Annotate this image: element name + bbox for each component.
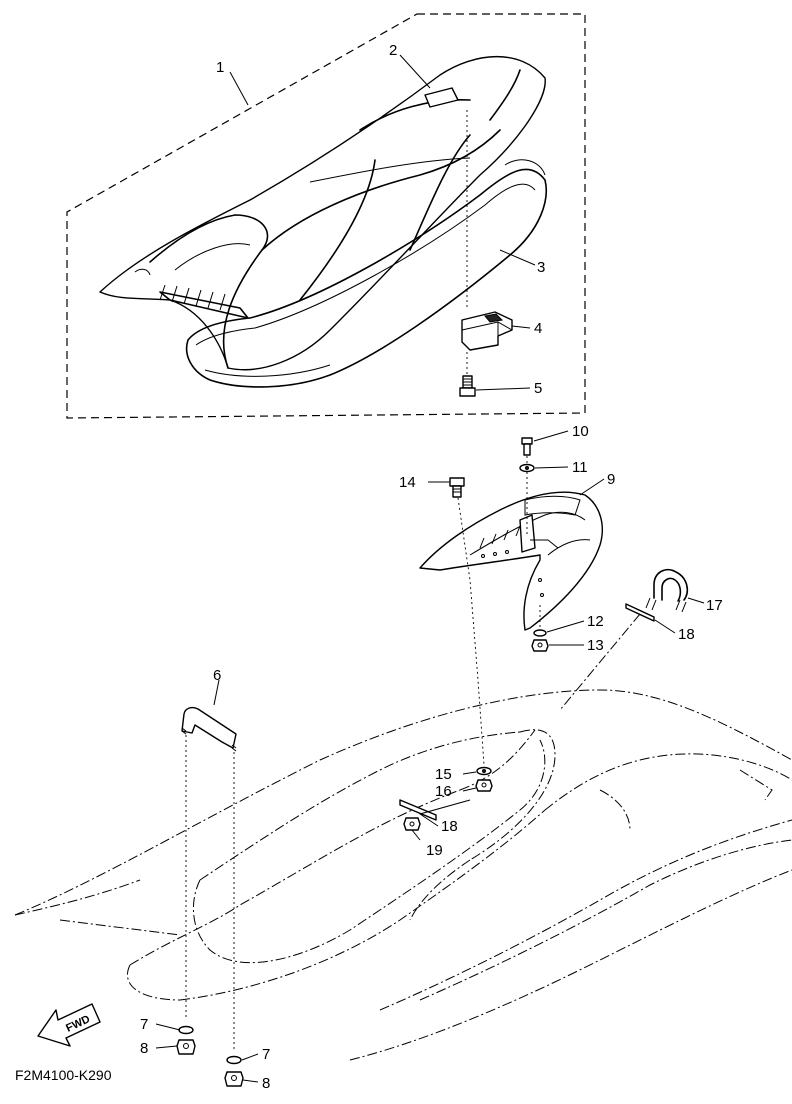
callout-8-left: 8 <box>140 1040 148 1057</box>
seat-assembly-boundary <box>66 13 586 419</box>
grab-handle <box>181 706 237 752</box>
deck-nut <box>475 779 493 792</box>
handle-right-nut <box>224 1071 244 1087</box>
callout-12: 12 <box>587 613 604 630</box>
seat-label-badge <box>424 87 459 108</box>
callout-16: 16 <box>435 783 452 800</box>
callout-11: 11 <box>572 459 588 476</box>
bracket-lower-nut <box>531 639 549 652</box>
callout-9: 9 <box>607 471 615 488</box>
callout-14: 14 <box>399 474 416 491</box>
forward-direction-arrow: FWD <box>37 1003 101 1047</box>
callout-13: 13 <box>587 637 604 654</box>
seat-bracket-screw <box>459 375 476 397</box>
deck-nut-lower <box>403 817 421 831</box>
callout-6: 6 <box>213 667 221 684</box>
callout-17: 17 <box>706 597 723 614</box>
callout-5: 5 <box>534 380 542 397</box>
bracket-lower-washer <box>533 629 547 637</box>
seat-base-frame <box>185 159 547 388</box>
hull-deck-outline <box>14 689 792 1061</box>
callout-2: 2 <box>389 42 397 59</box>
handle-left-nut <box>176 1039 196 1055</box>
callout-4: 4 <box>534 320 542 337</box>
handle-right-washer <box>226 1055 242 1065</box>
diagram-code: F2M4100-K290 <box>15 1067 112 1083</box>
callout-8-right: 8 <box>262 1075 270 1092</box>
callout-3: 3 <box>537 259 545 276</box>
handle-left-washer <box>178 1025 194 1035</box>
callout-7-right: 7 <box>262 1046 270 1063</box>
callout-1: 1 <box>216 59 224 76</box>
rear-u-bolt-plate <box>625 603 655 622</box>
bracket-mount-bolt <box>449 477 465 498</box>
bracket-top-bolt <box>521 437 533 456</box>
callout-18-lower: 18 <box>441 818 458 835</box>
callout-7-left: 7 <box>140 1016 148 1033</box>
callout-19: 19 <box>426 842 443 859</box>
callout-18-upper: 18 <box>678 626 695 643</box>
callout-10: 10 <box>572 423 589 440</box>
callout-15: 15 <box>435 766 452 783</box>
rear-u-bolt <box>645 568 689 613</box>
deck-plate <box>399 799 437 821</box>
rear-seat-bracket <box>419 491 603 631</box>
seat-latch-bracket <box>461 311 513 351</box>
